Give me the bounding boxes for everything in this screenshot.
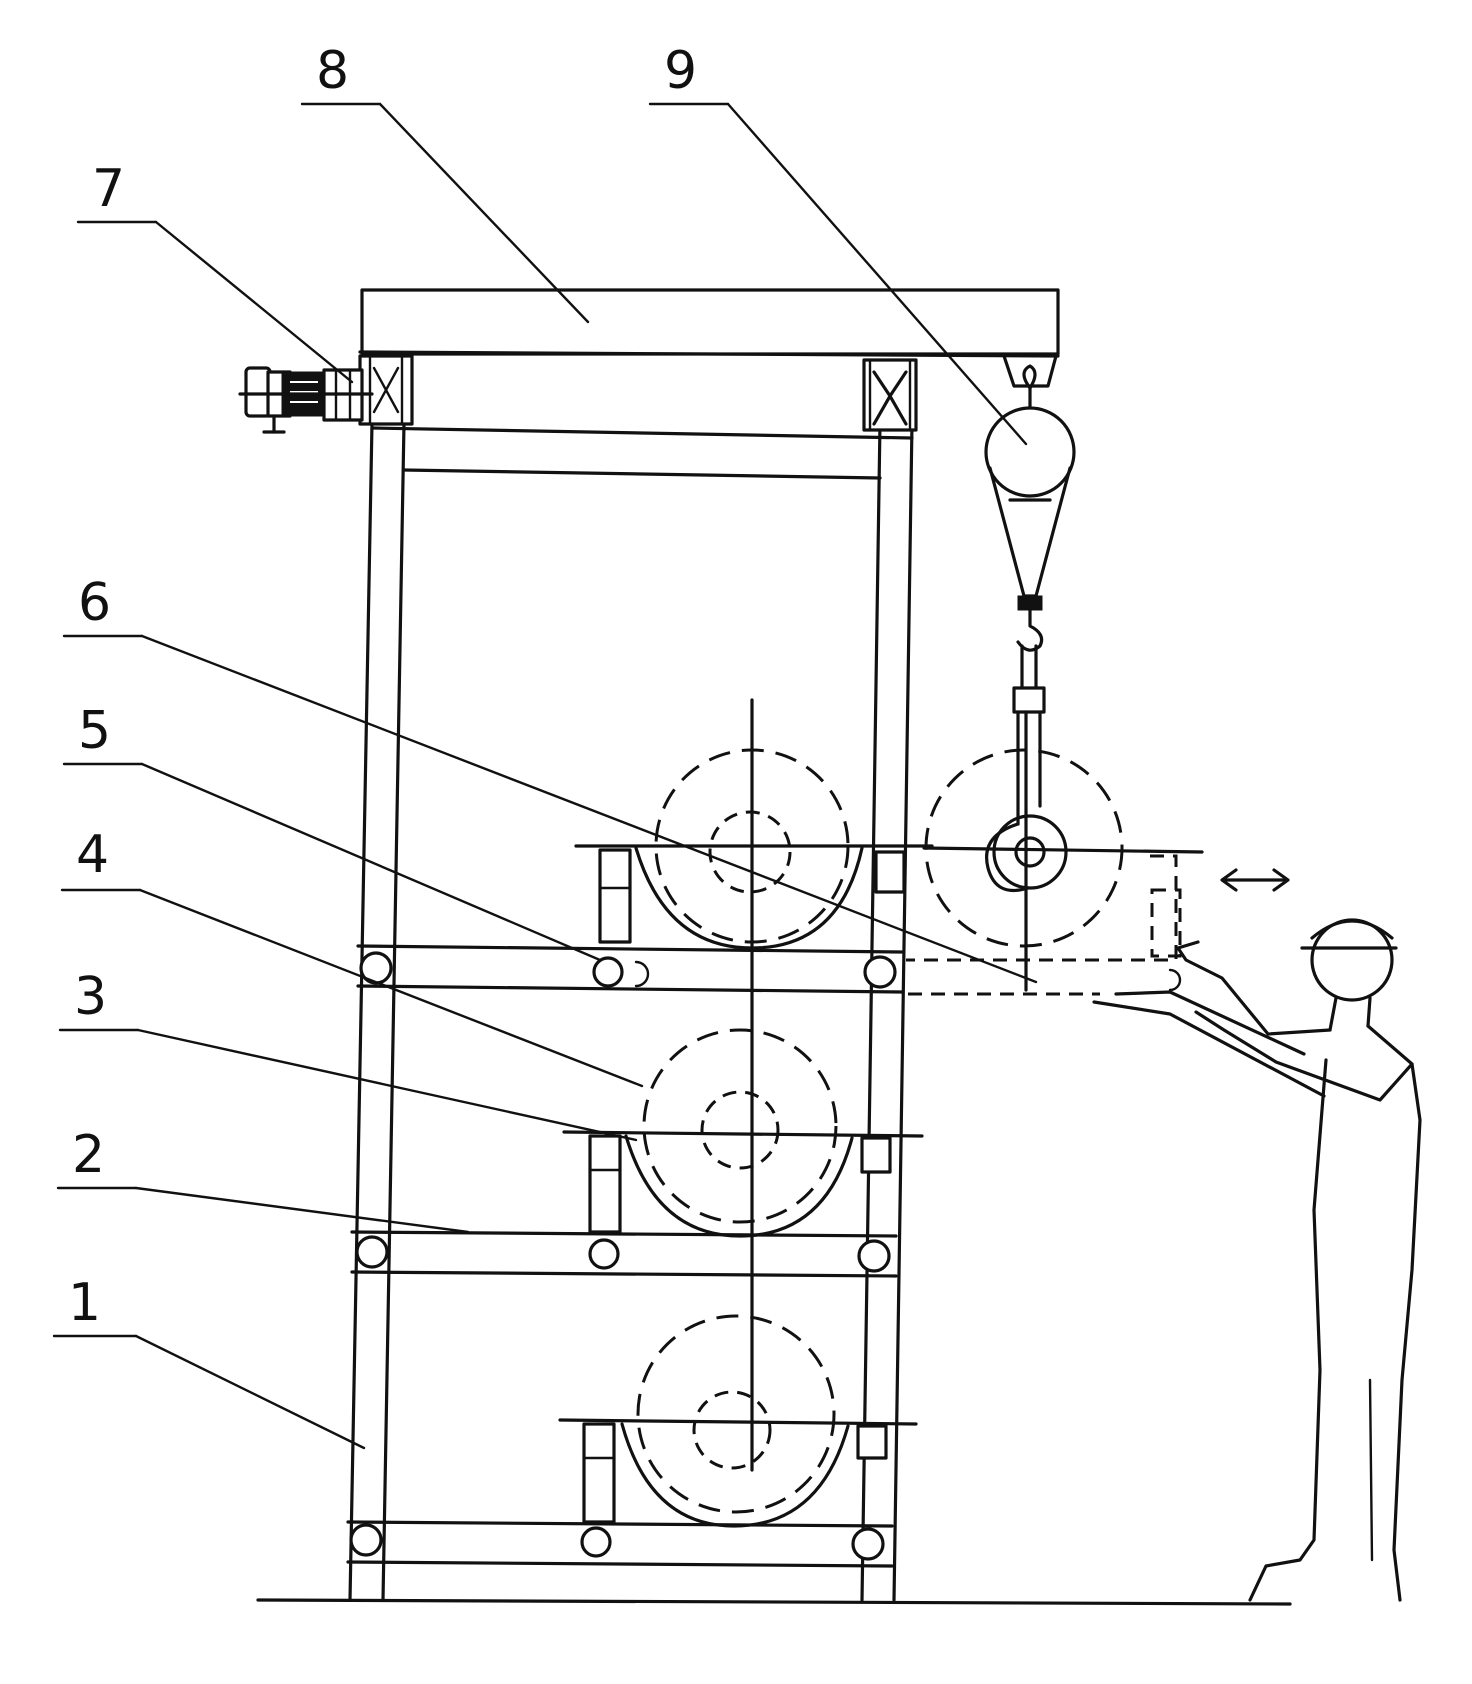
label-part-5: 5: [78, 701, 111, 761]
slide-arrow: [1220, 868, 1290, 892]
label-part-4: 4: [76, 825, 109, 885]
label-part-3: 3: [74, 967, 107, 1027]
reel-being-unloaded: [906, 710, 1204, 996]
label-part-7: 7: [92, 159, 125, 219]
reel-tier2: [562, 1028, 924, 1238]
rack-frame: [346, 421, 914, 1602]
label-part-6: 6: [78, 573, 111, 633]
reel-tier3: [558, 1314, 918, 1528]
trolley-wheels: [358, 354, 918, 432]
label-part-9: 9: [664, 41, 697, 101]
label-part-8: 8: [316, 41, 349, 101]
label-part-2: 2: [72, 1125, 105, 1185]
beam-rollers: [349, 951, 897, 1561]
ground-line: [256, 1598, 1292, 1606]
operator-figure: [1092, 918, 1422, 1602]
pulley-hoist: [984, 364, 1076, 826]
leader-lines: [52, 102, 1038, 1450]
drive-motor: [238, 366, 374, 434]
reel-tier1-rack: [574, 698, 934, 1472]
top-rail: [358, 288, 1060, 388]
label-part-1: 1: [68, 1273, 101, 1333]
